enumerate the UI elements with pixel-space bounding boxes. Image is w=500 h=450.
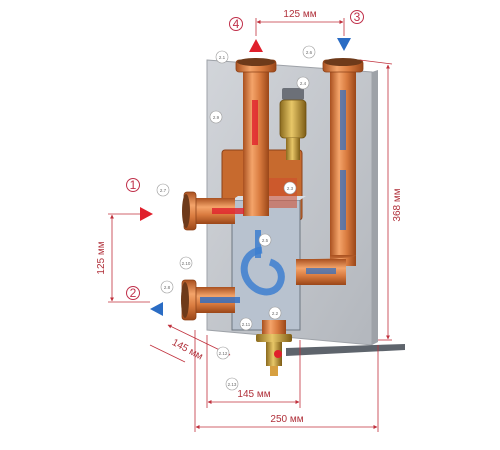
dimension-bottom-spacing: 145 мм	[237, 389, 270, 400]
callout-2-10: 2.10	[179, 256, 193, 270]
port-number-2: 2	[130, 286, 137, 300]
callout-2-13: 2.13	[225, 377, 239, 391]
svg-text:2.8: 2.8	[164, 285, 171, 290]
cold-in-arrow-3	[337, 38, 351, 51]
port-label-1: 1	[126, 178, 140, 192]
svg-text:2.10: 2.10	[182, 261, 191, 266]
callout-2-8: 2.8	[160, 280, 174, 294]
svg-text:2.2: 2.2	[272, 311, 279, 316]
port-number-1: 1	[130, 178, 137, 192]
port-label-3: 3	[350, 10, 364, 24]
outlet-pipe-horizontal	[181, 279, 240, 321]
svg-text:2.9: 2.9	[213, 115, 220, 120]
cold-out-arrow-2	[150, 302, 163, 316]
dimension-width: 250 мм	[270, 414, 303, 425]
svg-text:2.11: 2.11	[242, 322, 251, 327]
callout-2-2: 2.2	[268, 306, 282, 320]
hot-in-arrow-1	[140, 207, 153, 221]
svg-text:2.12: 2.12	[219, 351, 228, 356]
svg-text:2.13: 2.13	[228, 382, 237, 387]
callout-2-6: 2.6	[302, 45, 316, 59]
callout-2-7: 2.7	[156, 183, 170, 197]
return-pipe-vertical	[296, 58, 364, 285]
air-vent	[279, 88, 307, 160]
dimension-left-spacing: 125 мм	[96, 241, 107, 274]
supply-pipe-vertical	[235, 58, 277, 216]
drain-assembly	[256, 320, 405, 376]
callout-2-4: 2.4	[296, 76, 310, 90]
callout-2-3: 2.3	[283, 181, 297, 195]
callout-2-1: 2.1	[215, 50, 229, 64]
dimension-height: 368 мм	[392, 188, 403, 221]
hot-out-arrow-4	[249, 39, 263, 52]
callout-2-11: 2.11	[239, 317, 253, 331]
dimension-depth: 145 мм	[170, 337, 205, 362]
dimension-lines	[108, 18, 393, 432]
inlet-pipe-horizontal	[182, 191, 244, 231]
svg-text:2.7: 2.7	[160, 188, 167, 193]
svg-text:2.3: 2.3	[287, 186, 294, 191]
svg-text:2.5: 2.5	[262, 238, 269, 243]
dimension-top-spacing: 125 мм	[283, 9, 316, 20]
port-number-3: 3	[354, 10, 361, 24]
svg-text:2.1: 2.1	[219, 55, 226, 60]
callout-2-5: 2.5	[258, 233, 272, 247]
svg-text:2.4: 2.4	[300, 81, 307, 86]
port-label-2: 2	[126, 286, 140, 300]
port-number-4: 4	[233, 17, 240, 31]
port-label-4: 4	[229, 17, 243, 31]
callout-2-12: 2.12	[216, 346, 230, 360]
svg-text:2.6: 2.6	[306, 50, 313, 55]
callout-2-9: 2.9	[209, 110, 223, 124]
